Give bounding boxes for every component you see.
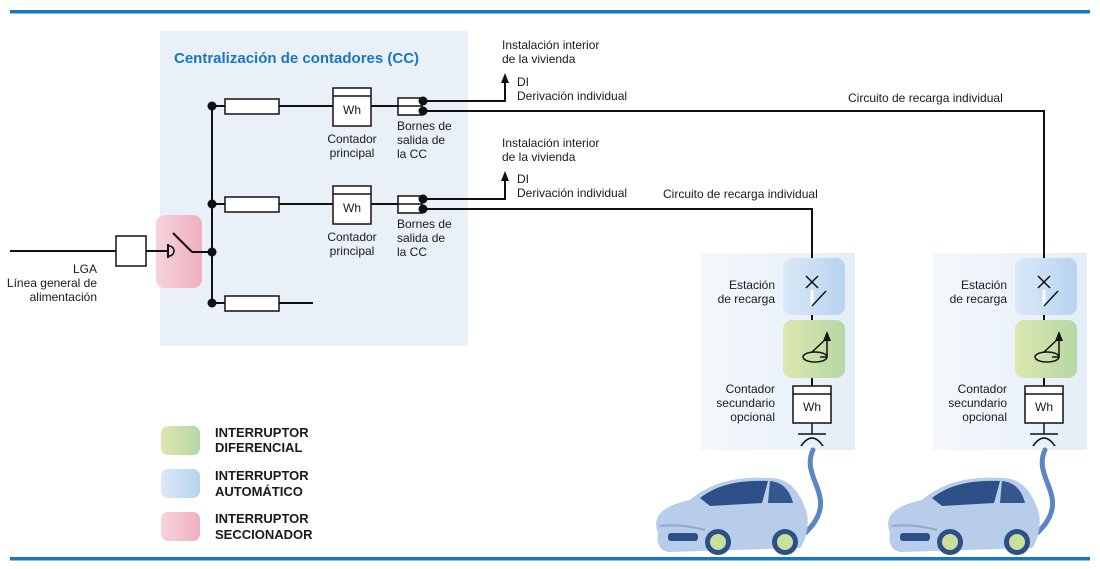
cc-panel	[160, 31, 468, 346]
meter-label: Wh	[343, 103, 361, 117]
terminal-caption: Bornes de	[397, 217, 452, 231]
terminal-caption: la CC	[397, 245, 427, 259]
node	[207, 247, 217, 257]
differential-breaker-highlight	[1015, 320, 1077, 378]
interior-label: de la vivienda	[502, 150, 576, 164]
di-label: Derivación individual	[517, 186, 627, 200]
terminal-caption: salida de	[397, 231, 445, 245]
lga-label-3: alimentación	[30, 290, 97, 304]
interior-label: de la vivienda	[502, 52, 576, 66]
interior-label: Instalación interior	[502, 38, 599, 52]
terminal-caption: salida de	[397, 133, 445, 147]
seccionador-highlight	[156, 215, 202, 288]
bottom-rule	[10, 557, 1090, 561]
terminal-caption: Bornes de	[397, 119, 452, 133]
main-meter	[332, 87, 372, 127]
cc-title: Centralización de contadores (CC)	[174, 50, 419, 67]
legend-label: DIFERENCIAL	[215, 440, 302, 455]
arrow-up-icon	[501, 73, 509, 83]
lga-label: LGA	[73, 262, 97, 276]
automatic-breaker-highlight	[1015, 258, 1077, 315]
fuse	[224, 295, 280, 312]
lga-label-2: Línea general de	[7, 276, 97, 290]
secondary-meter-label: secundario	[948, 396, 1007, 410]
meter-label: Wh	[343, 201, 361, 215]
interior-label: Instalación interior	[502, 136, 599, 150]
electric-car-icon	[656, 447, 824, 555]
legend-label: INTERRUPTOR	[215, 468, 309, 483]
di-label: DI	[517, 172, 529, 186]
seccionador-switch-icon	[172, 232, 193, 253]
electric-car-icon	[888, 447, 1056, 555]
di-label: DI	[517, 75, 529, 89]
meter-caption: principal	[330, 146, 375, 160]
circuit-label: Circuito de recarga individual	[848, 91, 1003, 105]
top-rule	[10, 10, 1090, 14]
charging-station-2: Wh Estación de recarga Contador secundar…	[948, 258, 1077, 447]
arrow-up-icon	[501, 171, 509, 181]
di-label: Derivación individual	[517, 89, 627, 103]
charging-station-1: Wh Estación de recarga Contador secundar…	[716, 258, 845, 447]
legend-swatch-seccionador	[161, 512, 200, 541]
seccionador-arc	[168, 245, 175, 257]
meter-label: Wh	[803, 400, 821, 414]
terminal-caption: la CC	[397, 147, 427, 161]
legend-swatch-automatic	[161, 469, 200, 498]
meter-caption: Contador	[327, 132, 376, 146]
secondary-meter-label: Contador	[726, 382, 775, 396]
legend-label: INTERRUPTOR	[215, 511, 309, 526]
lga-fuse-box	[115, 235, 147, 267]
meter-caption: principal	[330, 244, 375, 258]
branch-2: Wh Contador principal Bornes de salida d…	[212, 136, 818, 400]
main-meter	[332, 185, 372, 225]
circuit-label: Circuito de recarga individual	[663, 187, 818, 201]
branch-1: Wh Contador principal Bornes de salida d…	[212, 38, 1045, 400]
secondary-meter-label: secundario	[716, 396, 775, 410]
secondary-meter	[1024, 385, 1064, 424]
station-label: Estación	[729, 278, 775, 292]
legend-swatch-differential	[161, 426, 200, 455]
legend-label: INTERRUPTOR	[215, 425, 309, 440]
station-label: de recarga	[950, 292, 1008, 306]
station-label: Estación	[961, 278, 1007, 292]
meter-caption: Contador	[327, 230, 376, 244]
legend-label: SECCIONADOR	[215, 527, 313, 542]
legend: INTERRUPTOR DIFERENCIAL INTERRUPTOR AUTO…	[161, 425, 313, 542]
meter-label: Wh	[1035, 400, 1053, 414]
secondary-meter-label: Contador	[958, 382, 1007, 396]
fuse	[224, 196, 280, 213]
station-label: de recarga	[718, 292, 776, 306]
differential-breaker-highlight	[783, 320, 845, 378]
fuse	[224, 98, 280, 115]
secondary-meter	[792, 385, 832, 424]
legend-label: AUTOMÁTICO	[215, 484, 303, 499]
secondary-meter-label: opcional	[730, 410, 775, 424]
secondary-meter-label: opcional	[962, 410, 1007, 424]
automatic-breaker-highlight	[783, 258, 845, 315]
